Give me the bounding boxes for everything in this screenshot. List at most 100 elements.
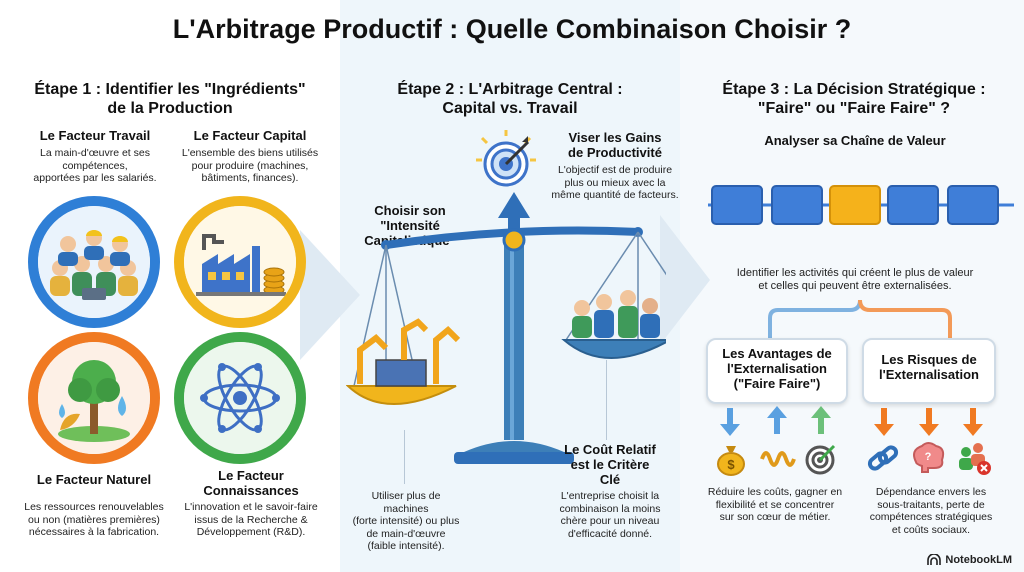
step1-title-line2: de la Production	[107, 100, 233, 117]
avantages-desc: Réduire les coûts, gagner en flexibilité…	[700, 486, 850, 524]
money-bag-icon: $	[714, 440, 748, 476]
risques-title-line: Les Risques de	[881, 352, 977, 367]
facteur-capital-title: Le Facteur Capital	[193, 128, 307, 143]
chain-desc: Identifier les activités qui créent le p…	[700, 267, 1010, 292]
cout-relatif-desc-line: d'efficacité donné.	[567, 527, 653, 540]
tree-icon	[28, 332, 160, 464]
facteur-travail-desc-line: compétences,	[62, 159, 128, 172]
facteur-capital-text: Le Facteur Capital L'ensemble des biens …	[170, 128, 330, 185]
intensite-desc-line: (faible intensité).	[367, 540, 445, 552]
cout-relatif-desc-line: combinaison la moins	[559, 502, 661, 515]
facteur-naturel-title: Le Facteur Naturel	[36, 472, 152, 487]
chain-title: Analyser sa Chaîne de Valeur	[764, 133, 946, 148]
intensite-desc-line: Utiliser plus de machines	[371, 490, 441, 515]
intensite-title-line: Choisir son	[374, 203, 446, 218]
atom-icon	[174, 332, 306, 464]
gains-productivite-desc-line: L'objectif est de produire	[557, 164, 673, 176]
gains-productivite-desc-line: plus ou mieux avec la	[564, 176, 666, 189]
page-title: L'Arbitrage Productif : Quelle Combinais…	[172, 14, 852, 44]
facteur-naturel-desc-line: Les ressources renouvelables	[24, 501, 164, 513]
split-connector	[768, 299, 952, 338]
avantages-title: Les Avantages de l'Externalisation ("Fai…	[708, 346, 846, 391]
facteur-connaissances-desc-line: issus de la Recherche &	[194, 513, 308, 526]
facteur-connaissances-title-line: Le Facteur	[218, 468, 284, 483]
avantages-desc-line: Réduire les coûts, gagner en	[707, 486, 843, 498]
risques-title-line: l'Externalisation	[879, 367, 979, 382]
avantages-title-line: Les Avantages de	[722, 346, 832, 361]
chain-link-icon	[866, 442, 900, 474]
avantages-desc-line: sur son cœur de métier.	[719, 511, 831, 523]
cout-relatif-text: Le Coût Relatif est le Critère Clé	[552, 442, 668, 487]
avantages-arrows	[720, 406, 831, 436]
facteur-naturel-desc: Les ressources renouvelables ou non (mat…	[14, 501, 174, 539]
step3-background	[680, 0, 1024, 572]
facteur-travail-text: Le Facteur Travail La main-d'œuvre et se…	[20, 128, 170, 185]
cout-relatif-title: Le Coût Relatif est le Critère Clé	[552, 442, 668, 487]
facteur-capital-desc: L'ensemble des biens utilisés pour produ…	[170, 147, 330, 185]
facteur-connaissances-title-line: Connaissances	[203, 483, 299, 498]
avantages-box: Les Avantages de l'Externalisation ("Fai…	[706, 338, 848, 404]
facteur-travail-desc: La main-d'œuvre et ses compétences, appo…	[20, 147, 170, 185]
cout-relatif-desc-line: chère pour un niveau	[560, 515, 660, 527]
arrow-step2-to-step3	[660, 215, 710, 345]
facteur-naturel-desc-line: nécessaires à la fabrication.	[28, 526, 160, 538]
step3-title: Étape 3 : La Décision Stratégique : "Fai…	[694, 80, 1014, 118]
cout-relatif-desc-line: L'entreprise choisit la	[560, 490, 660, 502]
intensite-desc-line: de main-d'œuvre	[366, 527, 446, 540]
gains-productivite-desc-line: même quantité de facteurs.	[551, 189, 679, 201]
svg-text:$: $	[727, 457, 735, 472]
footer-label: NotebookLM	[945, 554, 1012, 566]
facteur-travail-title: Le Facteur Travail	[39, 128, 151, 143]
gains-productivite-title-line: Viser les Gains	[568, 130, 662, 145]
facteur-connaissances-desc-line: L'innovation et le savoir-faire	[184, 501, 318, 513]
step2-title-line2: Capital vs. Travail	[442, 100, 578, 117]
facteur-capital-desc-line: L'ensemble des biens utilisés	[181, 147, 319, 159]
avantages-title-line: ("Faire Faire")	[733, 376, 821, 391]
step3-title-line1: Étape 3 : La Décision Stratégique :	[722, 81, 986, 98]
factory-icon	[174, 196, 306, 328]
cout-connector	[606, 360, 607, 440]
step2-title: Étape 2 : L'Arbitrage Central : Capital …	[360, 80, 660, 118]
gains-productivite-desc: L'objectif est de produire plus ou mieux…	[550, 164, 680, 202]
cout-relatif-desc: L'entreprise choisit la combinaison la m…	[552, 490, 668, 540]
risques-desc-line: et coûts sociaux.	[891, 523, 971, 536]
intensite-capitalistique-desc: Utiliser plus de machines (forte intensi…	[348, 490, 464, 553]
risques-title: Les Risques de l'Externalisation	[864, 352, 994, 382]
facteur-connaissances-desc-line: Développement (R&D).	[196, 526, 306, 538]
target-icon	[476, 130, 536, 190]
risques-box: Les Risques de l'Externalisation	[862, 338, 996, 404]
gains-productivite-text: Viser les Gains de Productivité L'object…	[550, 130, 680, 202]
intensite-connector	[404, 430, 405, 484]
notebooklm-logo-icon	[927, 554, 942, 565]
facteur-capital-desc-line: bâtiments, finances).	[201, 172, 299, 184]
cout-relatif-title-line: est le Critère	[570, 457, 650, 472]
workers-icon	[28, 196, 160, 328]
step1-title: Étape 1 : Identifier les "Ingrédients" d…	[10, 80, 330, 118]
focus-target-icon	[804, 440, 838, 476]
notebooklm-badge: NotebookLM	[927, 554, 1012, 566]
risques-desc-line: sous-traitants, perte de	[877, 498, 985, 511]
svg-text:?: ?	[925, 451, 932, 463]
spring-icon	[760, 446, 796, 472]
facteur-travail-desc-line: La main-d'œuvre et ses	[40, 147, 150, 159]
facteur-connaissances-text: Le Facteur Connaissances L'innovation et…	[168, 468, 334, 539]
risques-desc: Dépendance envers les sous-traitants, pe…	[858, 486, 1004, 536]
intensite-desc-line: (forte intensité) ou plus	[352, 515, 460, 527]
step3-title-line2: "Faire" ou "Faire Faire" ?	[757, 100, 951, 117]
facteur-capital-desc-line: pour produire (machines,	[191, 159, 309, 172]
avantages-desc-line: flexibilité et se concentrer	[715, 498, 835, 511]
facteur-connaissances-desc: L'innovation et le savoir-faire issus de…	[168, 501, 334, 539]
facteur-naturel-text: Le Facteur Naturel Les ressources renouv…	[14, 472, 174, 539]
gains-productivite-title: Viser les Gains de Productivité	[550, 130, 680, 160]
value-chain	[708, 185, 1014, 225]
facteur-travail-desc-line: apportées par les salariés.	[33, 172, 157, 184]
facteur-connaissances-title: Le Facteur Connaissances	[168, 468, 334, 498]
chain-desc-line: et celles qui peuvent être externalisées…	[758, 279, 952, 292]
avantages-title-line: l'Externalisation	[727, 361, 827, 376]
risques-desc-line: compétences stratégiques	[869, 511, 993, 523]
cout-relatif-title-line: Clé	[599, 472, 621, 487]
step2-title-line1: Étape 2 : L'Arbitrage Central :	[397, 81, 623, 98]
brain-icon: ?	[910, 440, 946, 474]
step1-title-line1: Étape 1 : Identifier les "Ingrédients"	[34, 81, 306, 98]
cout-relatif-title-line: Le Coût Relatif	[564, 442, 656, 457]
